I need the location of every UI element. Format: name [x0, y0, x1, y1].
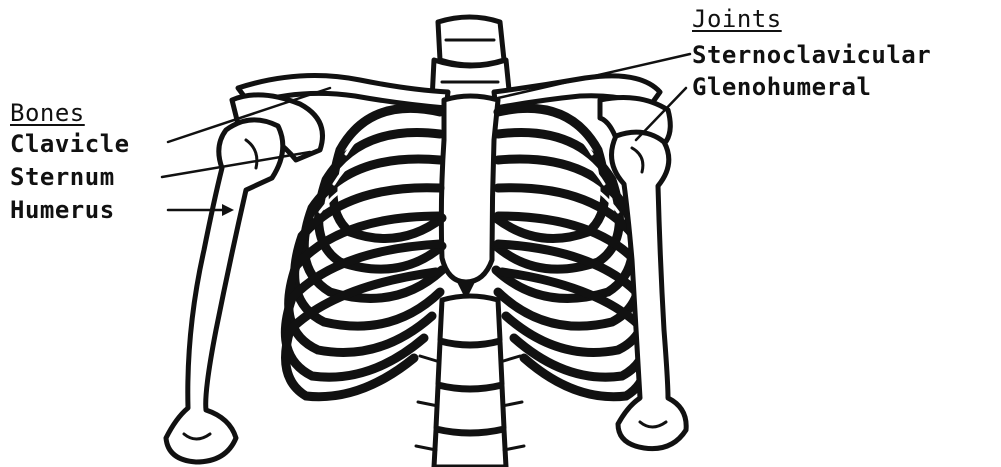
bones-heading: Bones [10, 98, 85, 128]
left-humerus [166, 120, 283, 462]
sternoclavicular-label: Sternoclavicular [692, 40, 931, 70]
glenohumeral-label: Glenohumeral [692, 72, 871, 102]
sternum-label: Sternum [10, 162, 115, 192]
right-humerus [612, 132, 687, 448]
humerus-label: Humerus [10, 195, 115, 225]
clavicle-label: Clavicle [10, 129, 130, 159]
joints-heading: Joints [692, 4, 782, 34]
sternum [441, 96, 498, 300]
